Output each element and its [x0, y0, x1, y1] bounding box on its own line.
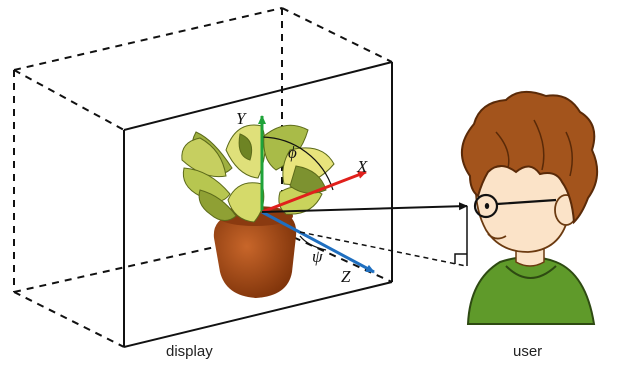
- projection-dashed-line: [300, 232, 466, 266]
- x-axis-label: X: [356, 157, 368, 176]
- right-angle-mark: [455, 254, 467, 264]
- display-label: display: [166, 343, 213, 360]
- user-label: user: [513, 343, 542, 360]
- phi-label: ϕ: [288, 143, 297, 162]
- user-shirt: [468, 257, 594, 324]
- projection: [300, 206, 467, 266]
- plant-leaves: [182, 125, 334, 222]
- z-axis-label: Z: [341, 267, 351, 286]
- psi-label: ψ: [312, 247, 323, 266]
- y-axis-label: Y: [236, 109, 247, 128]
- user-figure: [462, 92, 597, 324]
